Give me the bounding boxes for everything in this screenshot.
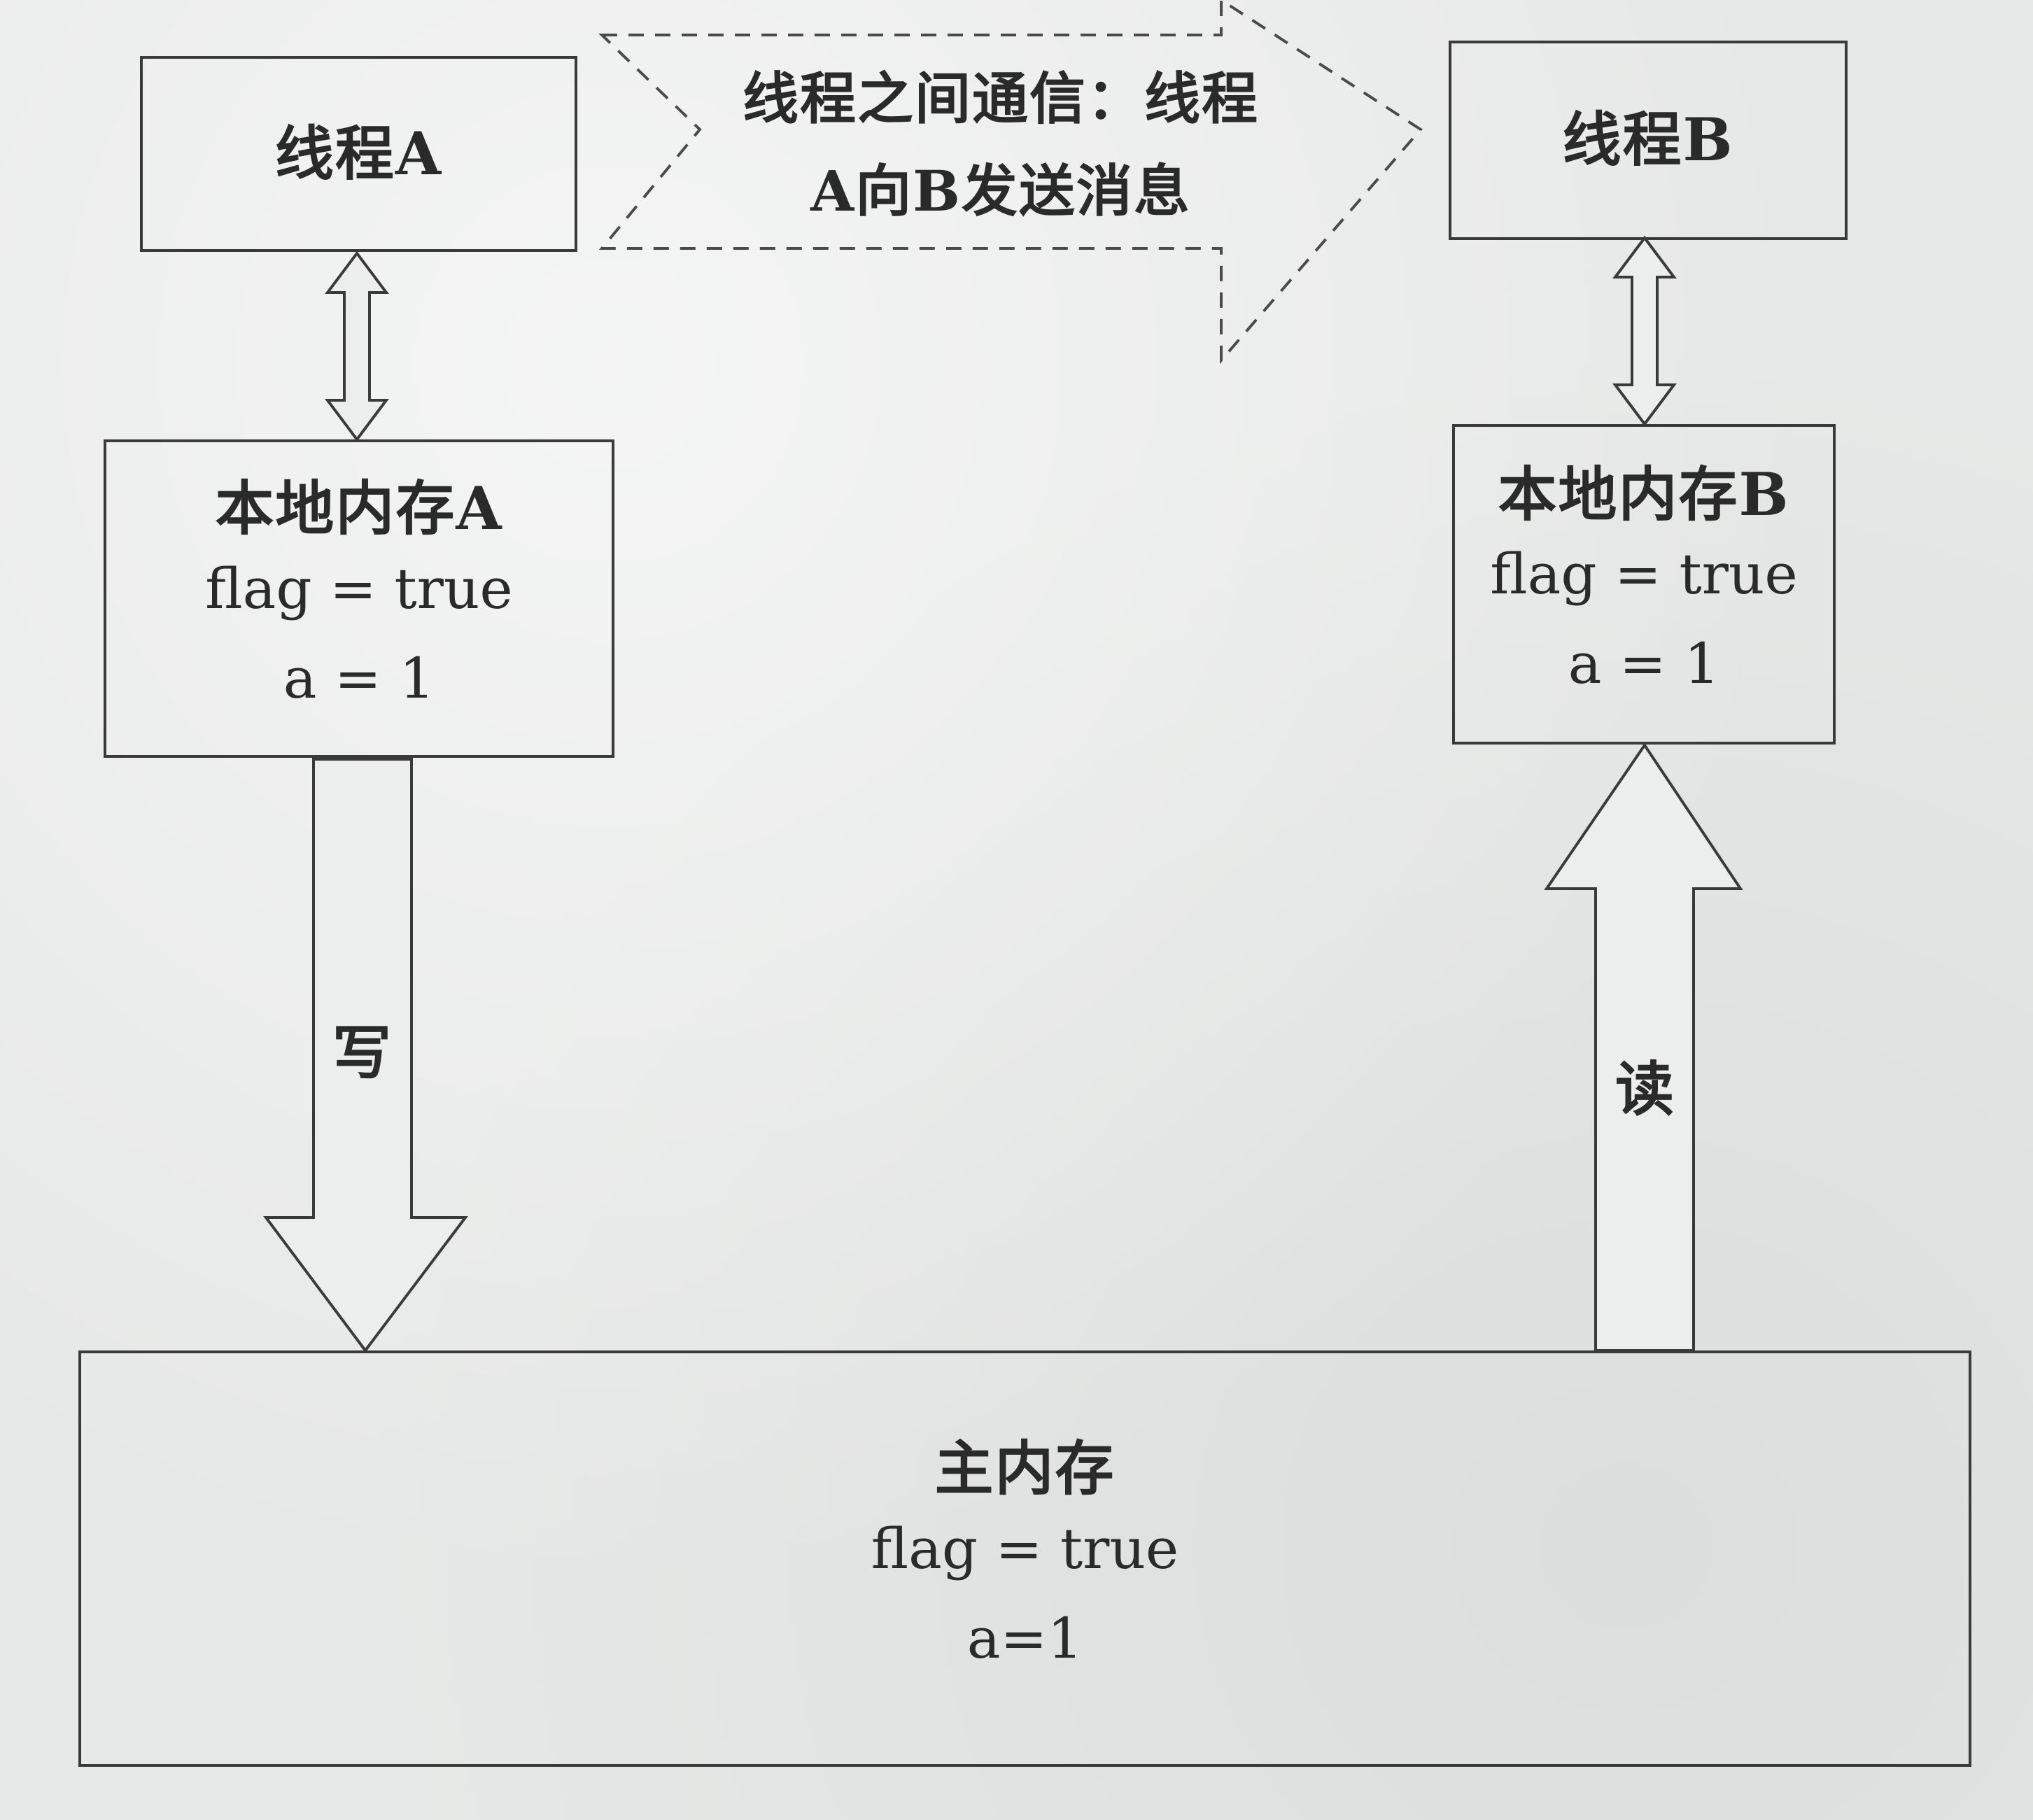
local-memory-b-value: a = 1: [1568, 631, 1720, 697]
read-label: 读: [1615, 1054, 1675, 1124]
double-arrow-b: [1612, 235, 1677, 427]
local-memory-b-flag: flag = true: [1490, 542, 1798, 607]
message-line-1: 线程之间通信：线程: [743, 66, 1259, 132]
local-memory-a-title: 本地内存A: [215, 474, 503, 544]
local-memory-b-box: 本地内存B flag = true a = 1: [1452, 424, 1836, 745]
thread-a-box: 线程A: [140, 56, 577, 252]
thread-a-label: 线程A: [274, 118, 443, 188]
main-memory-value: a=1: [966, 1605, 1083, 1671]
local-memory-a-value: a = 1: [283, 645, 435, 711]
write-label: 写: [332, 1018, 392, 1087]
thread-b-box: 线程B: [1449, 41, 1848, 240]
message-label: 线程之间通信：线程 A向B发送消息: [700, 52, 1302, 237]
double-arrow-a: [325, 251, 389, 442]
message-line-2: A向B发送消息: [810, 158, 1191, 224]
local-memory-b-title: 本地内存B: [1498, 459, 1790, 529]
main-memory-flag: flag = true: [871, 1516, 1179, 1581]
thread-b-label: 线程B: [1562, 105, 1734, 175]
message-arrow-outline: [598, 0, 1423, 365]
main-memory-box: 主内存 flag = true a=1: [78, 1350, 1971, 1767]
local-memory-a-flag: flag = true: [205, 556, 513, 621]
main-memory-title: 主内存: [934, 1434, 1116, 1504]
local-memory-a-box: 本地内存A flag = true a = 1: [104, 439, 614, 758]
read-arrow: [1544, 742, 1743, 1352]
write-arrow: [263, 758, 469, 1353]
